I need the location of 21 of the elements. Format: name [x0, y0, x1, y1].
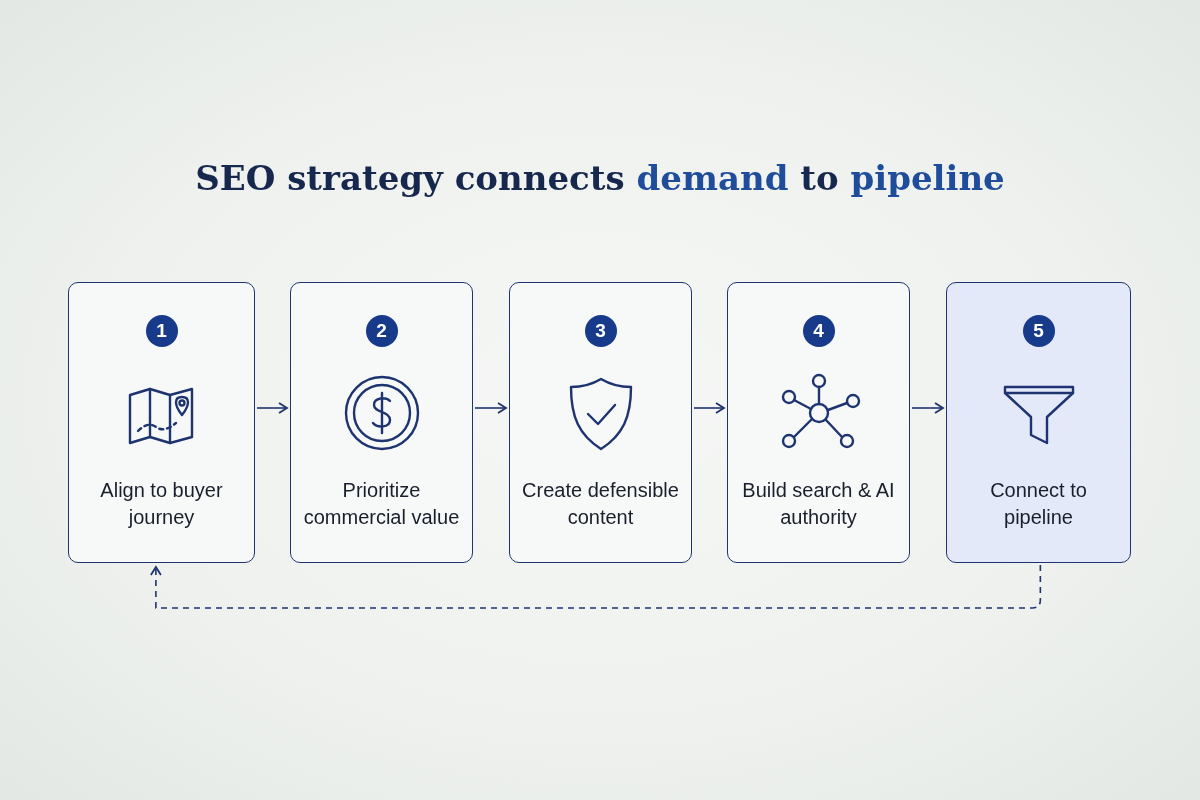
step-number: 5 — [1022, 315, 1055, 347]
step-label: Connect to pipeline — [989, 478, 1088, 530]
step-box — [68, 282, 255, 563]
step-number: 1 — [145, 315, 178, 347]
step-label: Build search & AI authority — [741, 478, 896, 530]
step-label: Create defensible content — [521, 478, 680, 530]
step-box — [290, 282, 473, 563]
title: SEO strategy connects demand to pipeline — [195, 158, 1005, 198]
step-box — [727, 282, 910, 563]
step-label: Prioritize commercial value — [302, 478, 461, 530]
arrow — [693, 402, 725, 414]
dashed-arrow — [150, 564, 1042, 609]
step-box — [509, 282, 692, 563]
arrow — [474, 402, 507, 414]
arrow — [911, 402, 944, 414]
step-number: 3 — [584, 315, 617, 347]
step-box — [946, 282, 1131, 563]
step-label: Align to buyer journey — [99, 478, 224, 530]
step-number: 2 — [365, 315, 398, 347]
step-number: 4 — [802, 315, 835, 347]
arrow — [256, 402, 288, 414]
